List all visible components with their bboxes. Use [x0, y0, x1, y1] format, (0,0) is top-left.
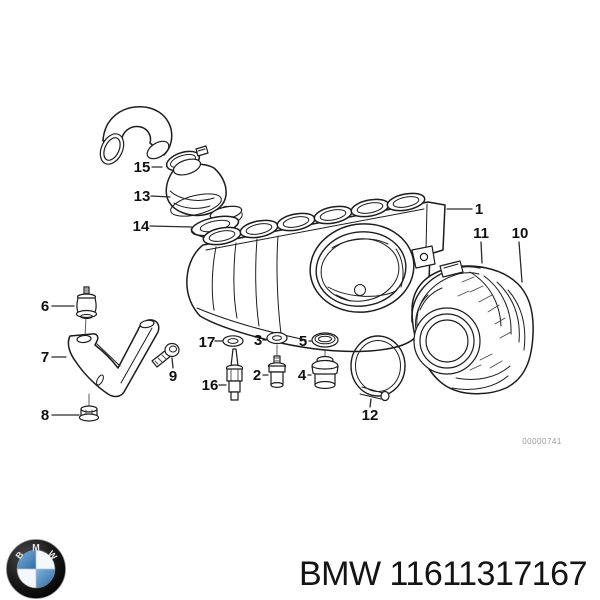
callout-label-13: 13 — [134, 188, 151, 205]
callout-3: 3 — [254, 332, 267, 349]
callout-1: 1 — [446, 201, 483, 218]
callout-17: 17 — [199, 334, 223, 351]
bellows-hose-10 — [411, 265, 534, 395]
callout-16: 16 — [202, 377, 227, 394]
logo-quadrant-blue-tl — [17, 550, 36, 569]
callout-4: 4 — [298, 367, 312, 384]
throttle-port — [309, 223, 415, 313]
callout-13: 13 — [134, 188, 171, 205]
logo-letter-m: M — [32, 543, 40, 553]
runner-mouths — [202, 192, 426, 246]
callout-5: 5 — [299, 333, 312, 350]
air-intake-elbow — [99, 106, 173, 165]
callout-label-12: 12 — [362, 407, 379, 424]
bmw-roundel: B M W — [6, 539, 66, 599]
nut-8 — [78, 405, 100, 422]
callout-11: 11 — [473, 225, 489, 264]
callout-label-16: 16 — [202, 377, 219, 394]
washer-3 — [266, 331, 288, 345]
support-bracket-7 — [67, 319, 160, 398]
callout-label-1: 1 — [475, 201, 483, 218]
callout-10: 10 — [512, 225, 529, 283]
callout-label-11: 11 — [473, 225, 489, 242]
callout-8: 8 — [41, 407, 80, 424]
part-number: 11611317167 — [389, 555, 588, 593]
logo-cross-lines — [17, 550, 55, 588]
callout-label-9: 9 — [169, 368, 177, 385]
exploded-parts-drawing: 15 13 14 1 11 10 6 7 8 9 17 16 — [41, 106, 562, 446]
part-number-title: BMW 11611317167 — [299, 555, 588, 594]
hose-clamp-12 — [350, 335, 406, 402]
temp-sensor-16 — [225, 348, 244, 401]
bolt-9 — [151, 342, 180, 368]
callout-label-17: 17 — [199, 334, 216, 351]
callout-9: 9 — [169, 357, 177, 385]
callout-12: 12 — [362, 398, 379, 424]
screw-2 — [267, 355, 287, 389]
logo-quadrant-blue-br — [36, 569, 55, 588]
drawing-number-watermark: 00000741 — [522, 437, 562, 446]
callout-2: 2 — [253, 367, 269, 384]
rubber-boot-13 — [165, 158, 227, 217]
callout-label-3: 3 — [254, 332, 262, 349]
callout-7: 7 — [41, 349, 67, 366]
callout-label-14: 14 — [133, 218, 150, 235]
logo-letter-b: B — [14, 549, 26, 561]
brand-name: BMW — [299, 555, 381, 593]
callout-label-5: 5 — [299, 333, 307, 350]
intake-manifold-1 — [186, 192, 446, 353]
braid-texture — [457, 276, 512, 371]
callout-14: 14 — [133, 218, 193, 235]
callout-label-15: 15 — [134, 159, 151, 176]
hose-clamp-11 — [411, 260, 481, 327]
callout-label-6: 6 — [41, 298, 49, 315]
callouts: 15 13 14 1 11 10 6 7 8 9 17 16 — [41, 159, 529, 424]
callout-6: 6 — [41, 298, 75, 315]
grommet-4 — [311, 355, 339, 390]
callout-label-2: 2 — [253, 367, 261, 384]
callout-label-4: 4 — [298, 367, 307, 384]
rubber-mount-6 — [75, 286, 98, 319]
bmw-logo: B M W — [5, 538, 67, 600]
seal-ring-5 — [311, 332, 339, 348]
callout-15: 15 — [134, 159, 163, 176]
washer-17 — [222, 335, 244, 347]
callout-label-10: 10 — [512, 225, 529, 242]
callout-label-8: 8 — [41, 407, 49, 424]
callout-label-7: 7 — [41, 349, 49, 366]
